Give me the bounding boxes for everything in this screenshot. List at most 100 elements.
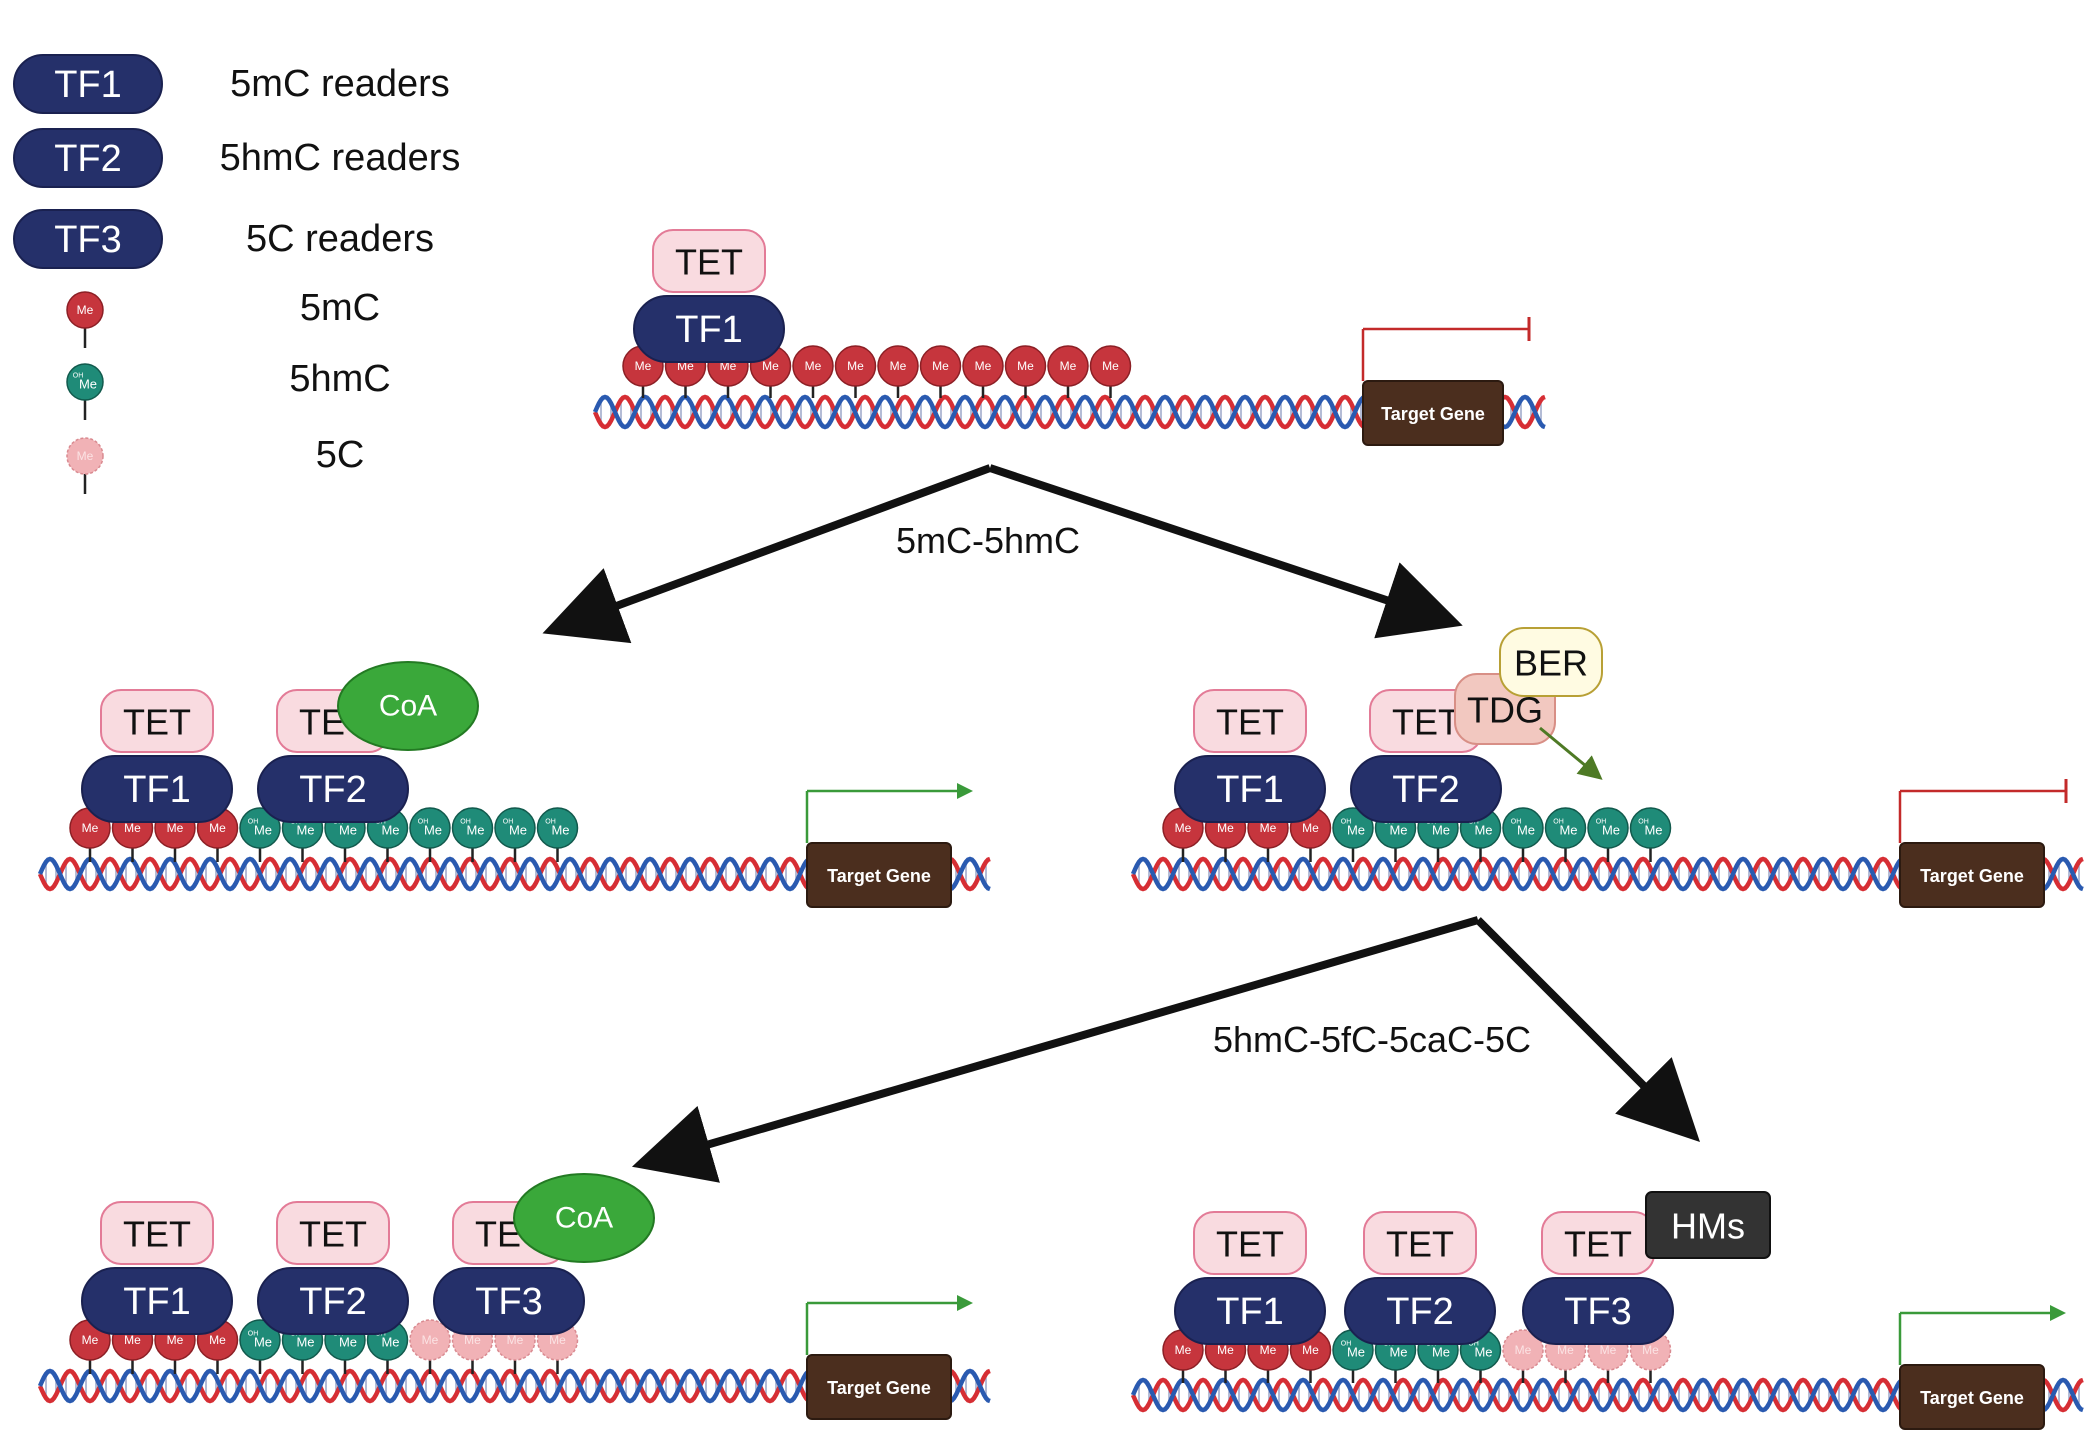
5hmc-label: Me xyxy=(1474,823,1492,838)
tf1-label: TF1 xyxy=(123,769,191,811)
5c-label: Me xyxy=(1600,1343,1617,1357)
tet-label: TET xyxy=(1392,702,1460,743)
5hmc-oh-label: OH xyxy=(1468,1341,1479,1348)
legend-label: 5hmC xyxy=(289,358,390,400)
tf2-label: TF2 xyxy=(1386,1291,1454,1333)
step-label-5mc-5hmc: 5mC-5hmC xyxy=(896,520,1080,561)
5mc-label: Me xyxy=(762,359,779,373)
tf2-reader xyxy=(257,1267,409,1335)
5hmc-oh-label: OH xyxy=(73,373,84,380)
tet-label: TET xyxy=(675,242,743,283)
tet-label: TET xyxy=(299,1214,367,1255)
tf2-label: TF2 xyxy=(299,1281,367,1323)
target-gene xyxy=(806,842,952,908)
coactivator-coa xyxy=(337,661,479,751)
legend-badge-label: TF1 xyxy=(54,64,122,106)
5mc-label: Me xyxy=(1017,359,1034,373)
5hmc-site xyxy=(1629,807,1672,849)
tf1-reader xyxy=(1174,755,1326,823)
5mc-label: Me xyxy=(975,359,992,373)
5hmc-site xyxy=(409,807,451,849)
5hmc-label: Me xyxy=(381,823,399,838)
5hmc-oh-label: OH xyxy=(1511,819,1522,826)
5hmc-label: Me xyxy=(296,1335,314,1350)
5hmc-oh-label: OH xyxy=(545,819,556,826)
target-gene-label: Target Gene xyxy=(827,866,931,886)
tf2-reader xyxy=(1350,755,1502,823)
5hmc-oh-label: OH xyxy=(1553,819,1564,826)
5mc-label: Me xyxy=(167,821,184,835)
5hmc-label: Me xyxy=(424,823,442,838)
5c-label: Me xyxy=(507,1333,524,1347)
5hmc-site xyxy=(1502,807,1544,849)
5c-label: Me xyxy=(1557,1343,1574,1357)
hms-label: HMs xyxy=(1671,1206,1745,1247)
target-gene-label: Target Gene xyxy=(827,1378,931,1398)
5mc-label: Me xyxy=(167,1333,184,1347)
tet-protein xyxy=(652,229,766,293)
5hmc-site xyxy=(239,1319,281,1361)
tf2-label: TF2 xyxy=(1392,769,1460,811)
step-label-5hmc-5c: 5hmC-5fC-5caC-5C xyxy=(1213,1019,1531,1060)
5hmc-oh-label: OH xyxy=(503,819,514,826)
tet-label: TET xyxy=(123,1214,191,1255)
tdg-action-arrow xyxy=(1539,726,1603,780)
panel-bottom-right: MeMeMeMeOHMeOHMeOHMeOHMeMeMeMeMeTETTF1TE… xyxy=(1130,1191,2084,1430)
5mc-label: Me xyxy=(1217,821,1234,835)
tf2-legend-badge xyxy=(13,128,163,188)
arrow-middle-right-to-bottom-right xyxy=(1475,917,1700,1142)
tet-protein xyxy=(276,1201,390,1265)
activation-arrow-icon xyxy=(957,1295,973,1311)
tf1-reader xyxy=(1174,1277,1326,1345)
target-gene-label: Target Gene xyxy=(1920,1388,2024,1408)
5hmc-label: Me xyxy=(1559,823,1577,838)
tf1-reader xyxy=(633,295,785,363)
arrow-top-to-middle-left xyxy=(542,464,992,644)
5mc-label: Me xyxy=(82,821,99,835)
5hmc-label: Me xyxy=(1602,823,1620,838)
tf1-reader xyxy=(81,1267,233,1335)
target-gene xyxy=(1899,1364,2045,1430)
panel-middle-left: MeMeMeMeOHMeOHMeOHMeOHMeOHMeOHMeOHMeOHMe… xyxy=(37,661,991,908)
5mc-label: Me xyxy=(1260,821,1277,835)
legend-badge-label: TF3 xyxy=(54,219,122,261)
5mc-site xyxy=(792,345,834,387)
5hmc-label: Me xyxy=(339,823,357,838)
activation-arrow-icon xyxy=(957,783,973,799)
5mc-site xyxy=(962,345,1004,387)
5mc-label: Me xyxy=(1217,1343,1234,1357)
legend-label: 5hmC readers xyxy=(220,137,461,179)
5hmc-label: Me xyxy=(1432,1345,1450,1360)
5mc-label: Me xyxy=(209,821,226,835)
5hmc-label: Me xyxy=(381,1335,399,1350)
5hmc-oh-label: OH xyxy=(1341,819,1352,826)
tet-label: TET xyxy=(1216,1224,1284,1265)
panel-bottom-left: MeMeMeMeOHMeOHMeOHMeOHMeMeMeMeMeTETTF1TE… xyxy=(37,1173,991,1420)
5hmc-label: Me xyxy=(1517,823,1535,838)
5hmc-oh-label: OH xyxy=(1596,819,1607,826)
5hmc-site xyxy=(66,363,104,401)
5hmc-oh-label: OH xyxy=(460,819,471,826)
5c-label: Me xyxy=(464,1333,481,1347)
histone-modifiers-hms xyxy=(1645,1191,1771,1259)
tf1-label: TF1 xyxy=(1216,1291,1284,1333)
tet-label: TET xyxy=(1386,1224,1454,1265)
5hmc-site xyxy=(1544,807,1587,849)
coa-label: CoA xyxy=(555,1202,613,1235)
target-gene xyxy=(806,1354,952,1420)
5hmc-label: Me xyxy=(1347,823,1365,838)
5hmc-label: Me xyxy=(1389,1345,1407,1360)
5hmc-site xyxy=(1332,807,1374,849)
5mc-label: Me xyxy=(932,359,949,373)
5hmc-label: Me xyxy=(79,377,97,392)
ber-protein xyxy=(1499,627,1603,697)
arrow-top-to-middle-right xyxy=(988,464,1463,639)
target-gene xyxy=(1899,842,2045,908)
